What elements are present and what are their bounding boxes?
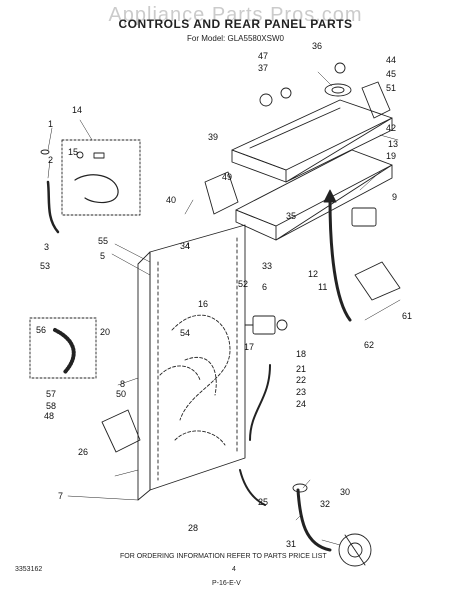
ordering-note: FOR ORDERING INFORMATION REFER TO PARTS … bbox=[120, 553, 327, 560]
drain-hose-inset-box bbox=[29, 317, 97, 379]
callout-label: 44 bbox=[386, 55, 397, 65]
callout-label: 18 bbox=[296, 349, 307, 359]
callout-label: 17 bbox=[244, 342, 255, 352]
control-knob bbox=[259, 93, 273, 107]
timer-bracket bbox=[204, 171, 239, 215]
callout-label: 11 bbox=[318, 282, 328, 292]
pump-bracket bbox=[101, 409, 141, 453]
callout-label: 31 bbox=[286, 539, 297, 549]
control-console bbox=[231, 99, 393, 183]
rear-panel bbox=[137, 224, 246, 501]
diagram-title: CONTROLS AND REAR PANEL PARTS bbox=[118, 17, 353, 31]
callout-label: 40 bbox=[166, 195, 177, 205]
leader-lines bbox=[47, 71, 401, 546]
callout-label: 55 bbox=[98, 236, 109, 246]
callout-label: 45 bbox=[386, 69, 397, 79]
callout-label: 39 bbox=[208, 132, 219, 142]
selector-knob-group bbox=[324, 62, 391, 119]
callout-label: 36 bbox=[312, 41, 323, 51]
callout-label: 47 bbox=[258, 51, 269, 61]
relay bbox=[354, 261, 401, 301]
callout-label: 14 bbox=[72, 105, 83, 115]
callout-label: 50 bbox=[116, 389, 127, 399]
callout-label: 5 bbox=[100, 251, 106, 261]
callout-label: 30 bbox=[340, 487, 351, 497]
wiring-arrow bbox=[328, 198, 352, 322]
callout-label: 32 bbox=[320, 499, 331, 509]
callout-label: 58 bbox=[46, 401, 57, 411]
watermark: Appliance Parts Pros.com bbox=[108, 4, 363, 26]
callout-label: 3 bbox=[44, 242, 50, 252]
callout-label: 1 bbox=[48, 119, 54, 129]
water-valve bbox=[244, 315, 288, 335]
page-number: 4 bbox=[232, 566, 236, 573]
control-knob bbox=[280, 87, 292, 99]
callout-label: 13 bbox=[388, 139, 399, 149]
callout-label: 28 bbox=[188, 523, 199, 533]
callout-label: 22 bbox=[296, 375, 307, 385]
callout-label: 20 bbox=[100, 327, 111, 337]
callout-label: 24 bbox=[296, 399, 307, 409]
callout-label: 33 bbox=[262, 261, 273, 271]
inlet-hose bbox=[46, 180, 60, 234]
lid-switch bbox=[351, 207, 377, 227]
callout-label: 7 bbox=[58, 491, 64, 501]
callout-label: 52 bbox=[238, 279, 249, 289]
callout-label: 25 bbox=[258, 497, 269, 507]
pump-assembly bbox=[292, 483, 372, 567]
callout-label: 16 bbox=[198, 299, 209, 309]
callout-label: 21 bbox=[296, 364, 307, 374]
callout-label: 15 bbox=[68, 147, 79, 157]
callout-label: 8 bbox=[120, 379, 126, 389]
rear-control-housing bbox=[235, 149, 393, 241]
callout-label: 35 bbox=[286, 211, 297, 221]
drain-hose bbox=[53, 328, 76, 374]
callout-label: 37 bbox=[258, 63, 269, 73]
callout-label: 26 bbox=[78, 447, 89, 457]
callout-label: 19 bbox=[386, 151, 397, 161]
callout-label: 48 bbox=[44, 411, 55, 421]
document-number: 3353162 bbox=[15, 566, 43, 573]
pump-hose bbox=[239, 469, 266, 506]
callout-label: 49 bbox=[222, 172, 233, 182]
callout-label: 42 bbox=[386, 123, 397, 133]
revision-stamp: P-16-E-V bbox=[212, 580, 241, 587]
fill-hose bbox=[249, 364, 271, 441]
diagram-subtitle: For Model: GLA5580XSW0 bbox=[187, 34, 284, 43]
callout-label: 61 bbox=[402, 311, 413, 321]
callout-label: 53 bbox=[40, 261, 51, 271]
callout-label: 56 bbox=[36, 325, 47, 335]
hose-kit-inset-box bbox=[61, 139, 141, 216]
callout-label: 57 bbox=[46, 389, 57, 399]
callout-label: 12 bbox=[308, 269, 319, 279]
interior-hoses bbox=[159, 314, 231, 446]
hose-kit bbox=[74, 151, 119, 204]
callout-label: 6 bbox=[262, 282, 268, 292]
callout-label: 9 bbox=[392, 192, 398, 202]
callout-label: 23 bbox=[296, 387, 307, 397]
callout-label: 62 bbox=[364, 340, 375, 350]
callout-label: 2 bbox=[48, 155, 54, 165]
callout-label: 4 bbox=[185, 241, 191, 251]
callout-label: 34 bbox=[180, 241, 191, 251]
callout-label: 54 bbox=[180, 328, 191, 338]
callout-label: 51 bbox=[386, 83, 397, 93]
